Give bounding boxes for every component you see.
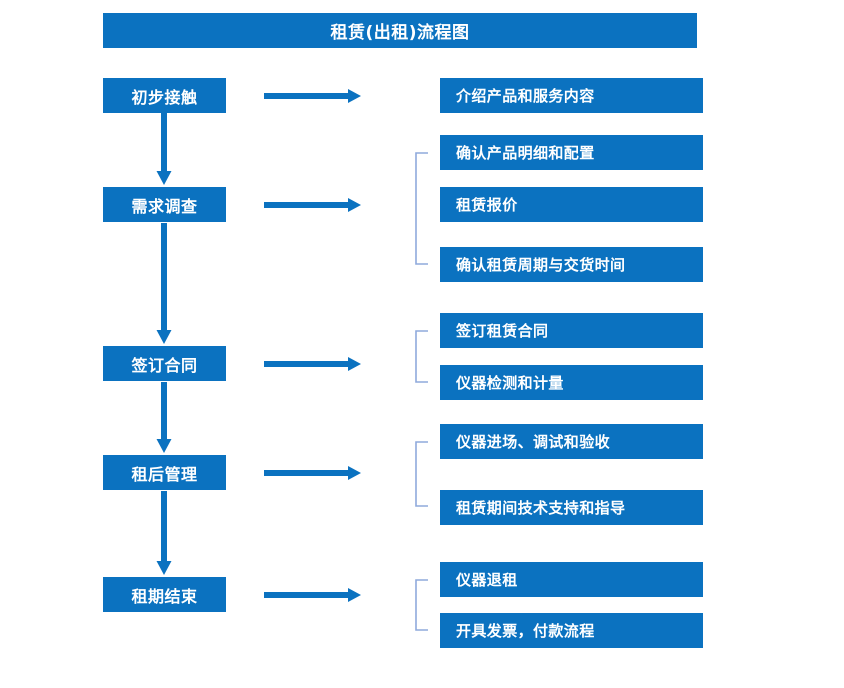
detail-box-9[interactable]: 仪器退租 <box>440 562 703 597</box>
detail-box-5[interactable]: 签订租赁合同 <box>440 313 703 348</box>
detail-box-6[interactable]: 仪器检测和计量 <box>440 365 703 400</box>
stage-box-3[interactable]: 签订合同 <box>103 346 226 381</box>
right-arrow-icon-1 <box>264 88 362 104</box>
detail-box-4[interactable]: 确认租赁周期与交货时间 <box>440 247 703 282</box>
group-bracket-3 <box>415 330 429 383</box>
detail-box-8[interactable]: 租赁期间技术支持和指导 <box>440 490 703 525</box>
down-arrow-icon-4 <box>156 491 172 576</box>
page-title: 租赁(出租)流程图 <box>103 13 697 48</box>
detail-box-2[interactable]: 确认产品明细和配置 <box>440 135 703 170</box>
down-arrow-icon-3 <box>156 382 172 454</box>
group-bracket-4 <box>415 441 429 507</box>
down-arrow-icon-2 <box>156 223 172 345</box>
stage-box-2[interactable]: 需求调查 <box>103 187 226 222</box>
right-arrow-icon-5 <box>264 587 362 603</box>
right-arrow-icon-3 <box>264 356 362 372</box>
detail-box-1[interactable]: 介绍产品和服务内容 <box>440 78 703 113</box>
detail-box-3[interactable]: 租赁报价 <box>440 187 703 222</box>
stage-box-5[interactable]: 租期结束 <box>103 577 226 612</box>
down-arrow-icon-1 <box>156 113 172 186</box>
detail-box-7[interactable]: 仪器进场、调试和验收 <box>440 424 703 459</box>
detail-box-10[interactable]: 开具发票，付款流程 <box>440 613 703 648</box>
stage-box-1[interactable]: 初步接触 <box>103 78 226 113</box>
stage-box-4[interactable]: 租后管理 <box>103 455 226 490</box>
right-arrow-icon-2 <box>264 197 362 213</box>
right-arrow-icon-4 <box>264 465 362 481</box>
group-bracket-2 <box>415 152 429 265</box>
group-bracket-5 <box>415 579 429 631</box>
